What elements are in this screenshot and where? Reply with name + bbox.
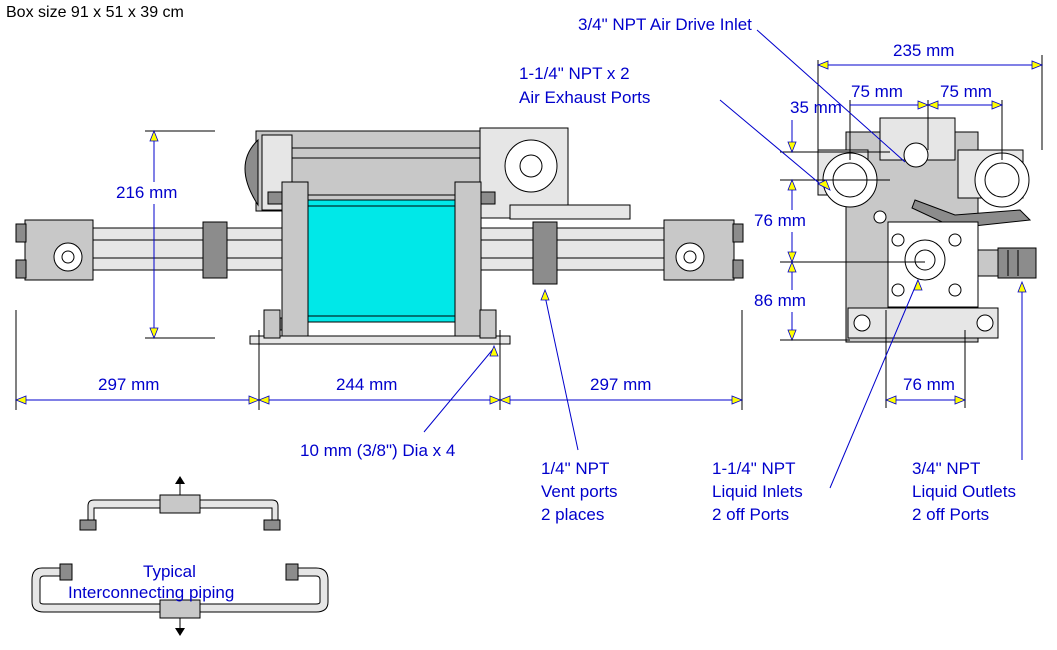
drive-end-cap [244,138,259,207]
dim-75-a: 75 mm [851,82,903,101]
dim-76: 76 mm [754,211,806,230]
interconnecting-piping: Typical Interconnecting piping [31,476,329,636]
label-inlets-1: 1-1/4" NPT [712,459,796,478]
dim-297-left: 297 mm [98,375,159,394]
label-exhaust-1: 1-1/4" NPT x 2 [519,64,630,83]
label-outlets-2: Liquid Outlets [912,482,1016,501]
label-outlets-1: 3/4" NPT [912,459,980,478]
right-flange [454,181,482,339]
pump-end-view [817,117,1037,343]
label-exhaust-2: Air Exhaust Ports [519,88,650,107]
liquid-outlet-fitting [997,247,1037,279]
label-vent-2: Vent ports [541,482,618,501]
label-inlets-2: Liquid Inlets [712,482,803,501]
valve-rail [509,204,631,220]
dim-75-b: 75 mm [940,82,992,101]
right-collar [532,221,558,285]
end-view-base [847,307,999,339]
air-cylinder [307,199,456,323]
label-outlets-3: 2 off Ports [912,505,989,524]
label-vent-1: 1/4" NPT [541,459,609,478]
air-drive-port [903,142,929,168]
box-size-title: Box size 91 x 51 x 39 cm [6,4,184,21]
left-collar [202,221,228,279]
right-end-block [663,219,735,281]
label-air-drive-inlet: 3/4" NPT Air Drive Inlet [578,15,752,34]
dim-297-right: 297 mm [590,375,651,394]
mounting-base [249,335,511,345]
dim-76-b: 76 mm [903,375,955,394]
label-dia-holes: 10 mm (3/8") Dia x 4 [300,441,455,460]
dim-216: 216 mm [116,183,177,202]
dim-86: 86 mm [754,291,806,310]
piping-label-1: Typical [143,562,196,581]
end-view-dimensions: 235 mm 75 mm 75 mm 35 mm 76 mm 86 mm [519,15,1044,524]
dim-35: 35 mm [790,98,842,117]
label-vent-3: 2 places [541,505,604,524]
piping-label-2: Interconnecting piping [68,583,234,602]
left-flange [281,181,309,339]
side-view-dimensions: 216 mm 297 mm 244 mm 297 mm 10 mm (3/8")… [14,129,744,524]
label-inlets-3: 2 off Ports [712,505,789,524]
dim-244: 244 mm [336,375,397,394]
dim-235: 235 mm [893,41,954,60]
pump-side-view [15,127,744,345]
